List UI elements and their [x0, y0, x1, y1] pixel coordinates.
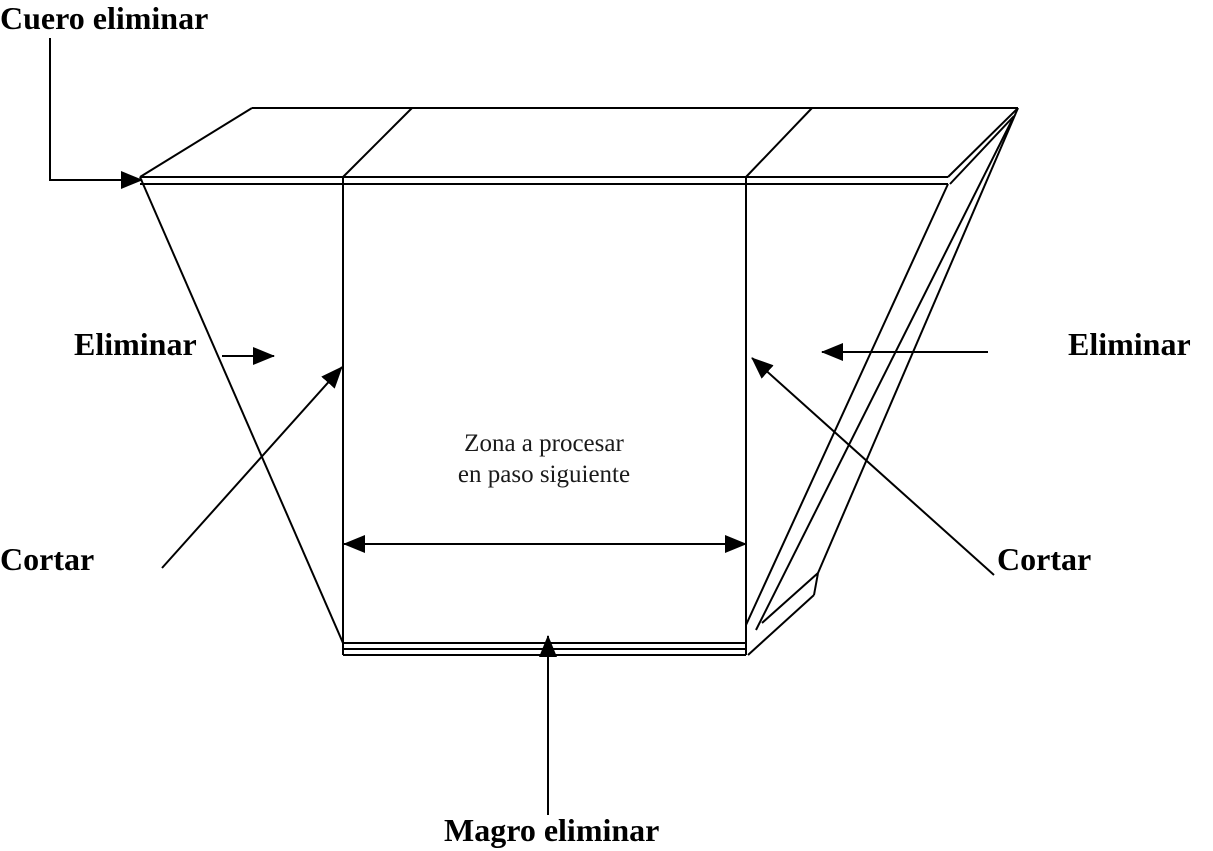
- label-magro-eliminar: Magro eliminar: [444, 812, 660, 848]
- block-outline: [139, 107, 1019, 185]
- flap-edge-3: [761, 572, 819, 624]
- left-slant-edge: [139, 176, 344, 644]
- arrow-cortar-left: [161, 366, 343, 569]
- label-zona-line1: Zona a procesar: [464, 430, 624, 457]
- label-cortar-left: Cortar: [0, 541, 95, 577]
- label-cortar-right: Cortar: [997, 541, 1092, 577]
- label-zona-procesar: Zona a procesar en paso siguiente: [370, 428, 718, 491]
- right-slant-middle: [755, 119, 1013, 631]
- top-right-edge: [947, 107, 1019, 178]
- arrows: [49, 38, 995, 815]
- top-divider-right: [745, 107, 813, 178]
- right-slant-outer: [817, 107, 1019, 574]
- arrow-cortar-right: [751, 357, 995, 576]
- label-eliminar-left: Eliminar: [74, 326, 197, 362]
- label-zona-line2: en paso siguiente: [457, 461, 631, 489]
- label-cuero-eliminar: Cuero eliminar: [0, 0, 209, 36]
- top-right-edge-inner: [949, 115, 1015, 185]
- front-face: [139, 107, 1019, 656]
- arrow-cuero-eliminar: [49, 38, 143, 189]
- top-left-edge: [139, 107, 253, 178]
- flap-edge-1: [813, 572, 819, 596]
- top-divider-left: [342, 107, 413, 178]
- right-slant-inner: [745, 183, 949, 626]
- label-eliminar-right: Eliminar: [1068, 326, 1191, 362]
- flap-edge-2: [747, 594, 815, 656]
